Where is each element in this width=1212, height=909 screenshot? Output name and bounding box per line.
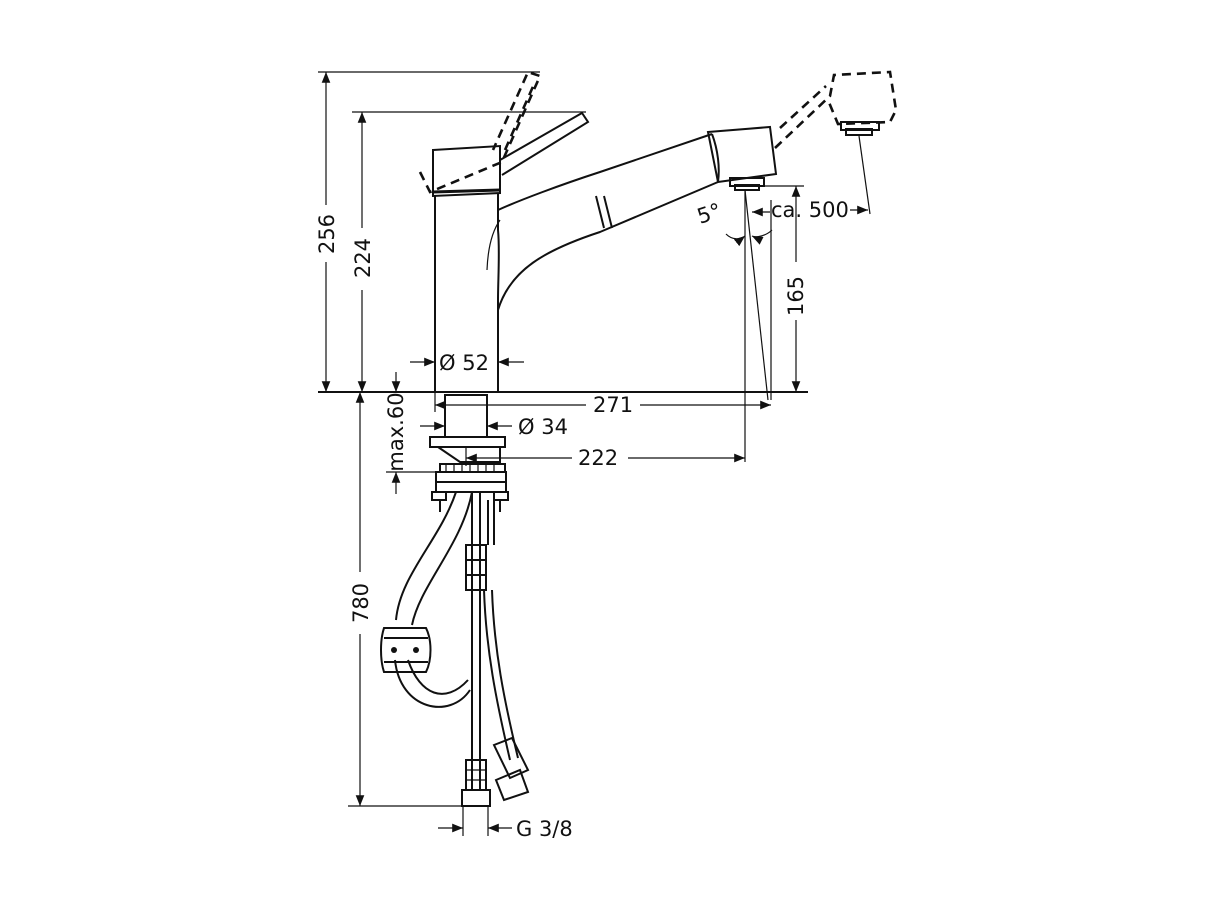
spray-head-nozzle-pulled — [840, 121, 880, 136]
dim-reach-inner-label: 222 — [578, 446, 618, 470]
dim-connection-thread-label: G 3/8 — [516, 817, 573, 841]
dim-max-counter-label: max.60 — [384, 392, 408, 471]
pullout-hose-loop — [380, 491, 473, 708]
dim-shank-diameter: Ø 34 — [420, 415, 568, 439]
dim-max-counter: max.60 — [384, 372, 440, 494]
dim-pullout: ca. 500 — [752, 135, 871, 400]
supply-hoses — [461, 492, 530, 807]
dim-spray-height: 165 — [760, 185, 808, 392]
dim-spray-angle-label: 5° — [694, 199, 724, 229]
dim-reach-outer: 271 — [434, 392, 771, 417]
dim-shank-diameter-label: Ø 34 — [518, 415, 568, 439]
dim-hose-length: 780 — [348, 392, 470, 807]
faucet-body — [432, 111, 778, 392]
dim-spray-angle: 5° — [694, 189, 773, 462]
lever-raised-outline — [418, 70, 542, 194]
dim-height-total: 256 — [315, 71, 540, 392]
dim-body-diameter-label: Ø 52 — [439, 351, 489, 375]
dim-height-total-label: 256 — [315, 214, 339, 254]
dim-spray-height-label: 165 — [784, 276, 808, 316]
dim-connection-thread: G 3/8 — [438, 806, 573, 841]
dim-body-diameter: Ø 52 — [410, 351, 524, 375]
spray-head-pulled-outline — [774, 70, 898, 149]
dim-height-spout: 224 — [351, 111, 586, 392]
dim-height-spout-label: 224 — [351, 238, 375, 278]
dim-reach-outer-label: 271 — [593, 393, 633, 417]
mounting-shank — [429, 394, 509, 512]
dim-reach-inner: 222 — [465, 446, 745, 470]
dim-hose-length-label: 780 — [349, 583, 373, 623]
dim-pullout-label: ca. 500 — [771, 198, 849, 222]
